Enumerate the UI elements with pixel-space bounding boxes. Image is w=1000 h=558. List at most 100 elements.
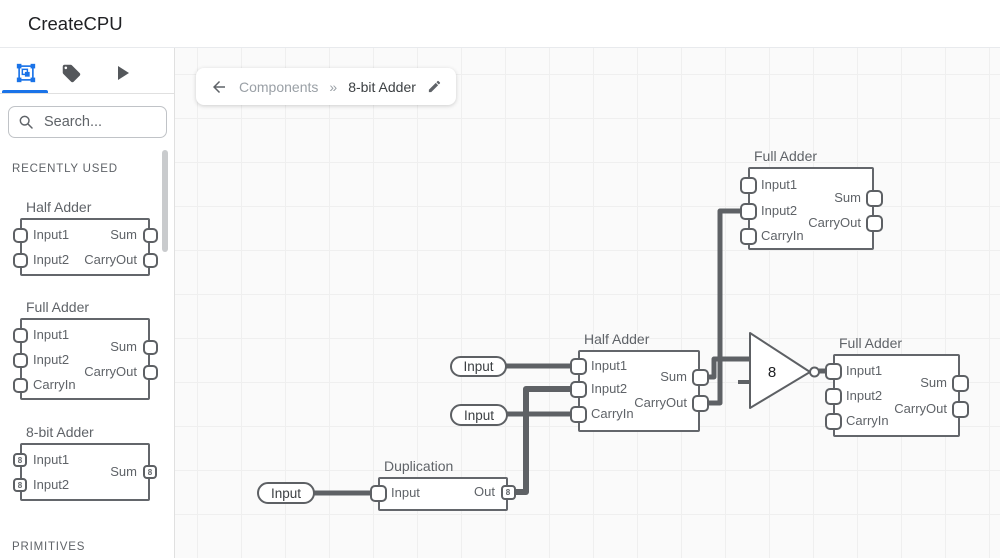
circuit-component[interactable] (20, 443, 150, 501)
breadcrumb-separator: » (329, 78, 338, 95)
left-port[interactable] (824, 362, 842, 380)
port-label: CarryOut (894, 401, 947, 416)
tab-run[interactable] (102, 56, 142, 90)
port-label: Sum (110, 464, 137, 479)
circuit-component[interactable] (578, 350, 700, 432)
left-port[interactable]: 8 (13, 478, 27, 492)
sidebar-scrollbar[interactable] (162, 150, 168, 252)
port-label: Input1 (33, 452, 70, 467)
section-primitives: PRIMITIVES (12, 541, 86, 553)
port-label: Input2 (33, 477, 70, 492)
tabbar-divider (0, 93, 175, 94)
port-label: CarryIn (591, 406, 634, 421)
input-pill[interactable]: Input (450, 404, 508, 426)
port-label: Sum (110, 339, 137, 354)
right-port[interactable]: 8 (500, 484, 516, 500)
not-gate[interactable]: 8 (745, 328, 825, 418)
circuit-component[interactable] (833, 354, 960, 437)
port-label: Input2 (591, 381, 628, 396)
left-port[interactable] (739, 227, 757, 245)
port-label: Input1 (33, 227, 70, 242)
port-label: CarryIn (761, 228, 804, 243)
port-label: Input2 (846, 388, 883, 403)
port-label: Input (391, 485, 420, 500)
left-port[interactable] (824, 412, 842, 430)
left-port[interactable] (739, 176, 757, 194)
port-label: Input1 (761, 177, 798, 192)
port-label: CarryIn (33, 377, 76, 392)
right-port[interactable] (691, 368, 709, 386)
right-port[interactable] (691, 394, 709, 412)
port-label: CarryOut (84, 252, 137, 267)
port-label: CarryOut (634, 395, 687, 410)
play-icon (118, 66, 129, 80)
components-icon (16, 63, 36, 83)
left-port[interactable] (12, 377, 28, 393)
port-label: Input1 (846, 363, 883, 378)
right-port[interactable]: 8 (143, 465, 157, 479)
circuit-component[interactable] (20, 218, 150, 276)
not-gate-body[interactable] (749, 332, 811, 409)
breadcrumb-parent[interactable]: Components (239, 78, 319, 95)
left-port[interactable] (12, 327, 28, 343)
port-label: Input1 (33, 327, 70, 342)
left-port[interactable] (569, 405, 587, 423)
left-port[interactable] (569, 380, 587, 398)
page-title: CreateCPU (28, 13, 123, 34)
right-port[interactable] (142, 364, 158, 380)
left-port[interactable] (369, 484, 387, 502)
edit-pencil-icon[interactable] (427, 79, 442, 94)
right-port[interactable] (865, 189, 883, 207)
input-pill-label: Input (270, 485, 302, 501)
port-label: Sum (834, 190, 861, 205)
breadcrumb: Components » 8-bit Adder (196, 68, 456, 105)
circuit-component[interactable] (378, 477, 508, 511)
back-arrow-icon[interactable] (210, 78, 228, 96)
left-port[interactable] (12, 252, 28, 268)
input-pill-label: Input (463, 407, 495, 423)
input-pill-label: Input (463, 359, 494, 374)
port-label: Out (474, 484, 495, 499)
search-icon (19, 115, 33, 129)
port-label: Input2 (33, 252, 70, 267)
component-title: Full Adder (754, 148, 818, 164)
left-port[interactable] (739, 202, 757, 220)
left-port[interactable] (824, 387, 842, 405)
left-port[interactable]: 8 (13, 453, 27, 467)
input-pill[interactable]: Input (450, 356, 507, 377)
port-label: CarryIn (846, 413, 889, 428)
port-label: Sum (660, 369, 687, 384)
left-port[interactable] (12, 352, 28, 368)
section-recently-used: RECENTLY USED (12, 163, 118, 175)
port-label: CarryOut (808, 215, 861, 230)
left-port[interactable] (569, 357, 587, 375)
right-port[interactable] (142, 252, 158, 268)
component-title: Duplication (384, 458, 454, 474)
not-gate-width-label: 8 (768, 364, 776, 381)
port-label: Sum (920, 375, 947, 390)
right-port[interactable] (142, 339, 158, 355)
circuit-component[interactable] (20, 318, 150, 400)
port-label: Input2 (33, 352, 70, 367)
input-pill[interactable]: Input (257, 482, 315, 504)
breadcrumb-current: 8-bit Adder (348, 78, 416, 95)
right-port[interactable] (865, 214, 883, 232)
component-title: Half Adder (584, 331, 650, 347)
tab-components[interactable] (6, 56, 46, 90)
right-port[interactable] (951, 400, 969, 418)
search-box[interactable] (8, 106, 167, 138)
port-label: Sum (110, 227, 137, 242)
right-port[interactable] (951, 374, 969, 392)
port-label: Input1 (591, 358, 628, 373)
search-input[interactable] (42, 113, 156, 131)
tab-tags[interactable] (51, 56, 91, 90)
canvas[interactable] (175, 48, 1000, 558)
not-gate-bubble (809, 366, 820, 378)
app-header (0, 0, 1000, 48)
port-label: CarryOut (84, 364, 137, 379)
left-port[interactable] (12, 227, 28, 243)
active-tab-indicator (2, 90, 48, 93)
component-title: 8-bit Adder (26, 424, 94, 440)
component-title: Full Adder (26, 299, 90, 315)
right-port[interactable] (142, 227, 158, 243)
